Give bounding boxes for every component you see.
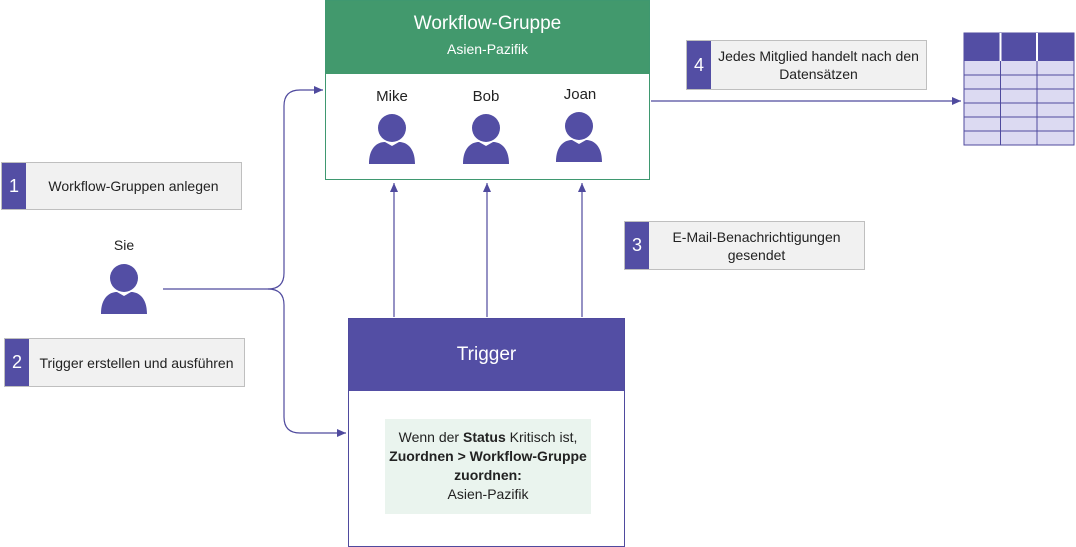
you-label: Sie (113, 237, 135, 253)
rule-status-value: Kritisch ist, (505, 429, 578, 445)
step-text: Jedes Mitglied handelt nach den Datensät… (718, 48, 919, 82)
arrow-to-group (163, 86, 323, 290)
person-icon (101, 264, 147, 314)
member-name-joan: Joan (563, 86, 597, 103)
table-icon (963, 32, 1075, 146)
member-name-mike: Mike (376, 88, 408, 105)
step-number: 4 (687, 41, 711, 89)
person-icon (463, 114, 509, 164)
step-text: E-Mail-Benachrichtigungen gesendet (672, 228, 841, 263)
step-callout-1: 1 Workflow-Gruppen anlegen (1, 162, 242, 210)
rule-prefix: Wenn der (398, 429, 463, 445)
step-callout-4: 4 Jedes Mitglied handelt nach den Datens… (686, 40, 927, 90)
trigger-title: Trigger (456, 344, 517, 365)
rule-target: Asien-Pazifik (447, 486, 529, 502)
step-text: Workflow-Gruppen anlegen (48, 178, 219, 194)
person-icon (556, 112, 602, 162)
arrow-to-trigger (267, 288, 346, 437)
step-number: 2 (5, 339, 29, 386)
workflow-group-subtitle: Asien-Pazifik (447, 41, 528, 57)
rule-status-word: Status (462, 429, 506, 445)
step-callout-2: 2 Trigger erstellen und ausführen (4, 338, 245, 387)
trigger-rule: Wenn der Status Kritisch ist, Zuordnen >… (385, 419, 591, 514)
trigger-box: Trigger Wenn der Status Kritisch ist, Zu… (348, 318, 625, 547)
step-number: 3 (625, 222, 649, 269)
step-number: 1 (2, 163, 26, 209)
person-icon (369, 114, 415, 164)
step-callout-3: 3 E-Mail-Benachrichtigungen gesendet (624, 221, 865, 270)
workflow-group-header: Workflow-Gruppe Asien-Pazifik (326, 1, 649, 74)
member-name-bob: Bob (472, 88, 500, 105)
trigger-header: Trigger (349, 319, 624, 391)
rule-action: Zuordnen > Workflow-Gruppe zuordnen: (389, 448, 587, 483)
workflow-group-box: Workflow-Gruppe Asien-Pazifik Mike Bob J… (325, 0, 650, 180)
workflow-group-title: Workflow-Gruppe (413, 13, 562, 34)
step-text: Trigger erstellen und ausführen (39, 354, 234, 371)
